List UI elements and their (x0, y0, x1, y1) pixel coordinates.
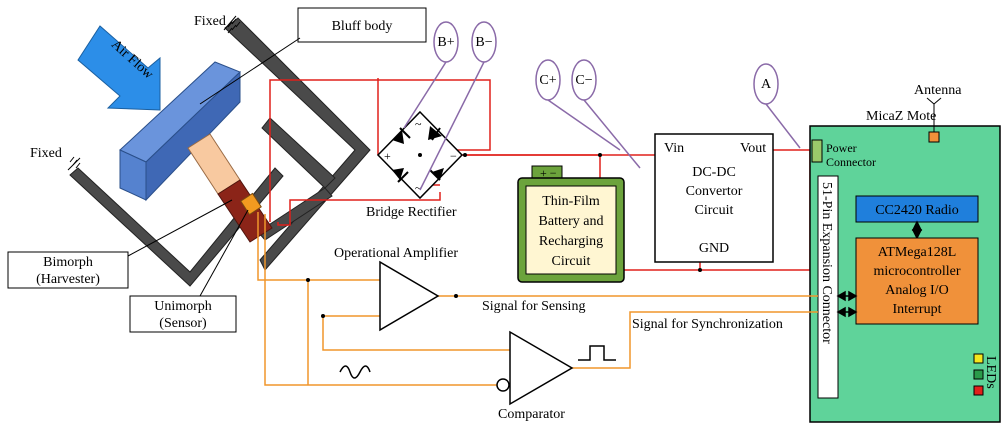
mcu-box (855, 237, 979, 325)
radio-label: CC2420 Radio (875, 203, 959, 218)
comparator-symbol (509, 330, 574, 406)
dcdc-label-2: Convertor (686, 184, 743, 199)
power-connector (811, 139, 823, 163)
probe-a-label: A (761, 77, 772, 92)
mcu-io-links (836, 290, 858, 318)
power-connector-label-1: Power (826, 141, 857, 155)
probe-points (433, 21, 779, 105)
dcdc-vin-label: Vin (664, 141, 684, 156)
micaz-label: MicaZ Mote (866, 109, 936, 124)
unimorph-pointer (199, 209, 249, 297)
unimorph-label-1: Unimorph (154, 299, 212, 314)
battery-terminals: + − (540, 166, 557, 180)
dcdc-vout-label: Vout (740, 141, 766, 156)
dcdc-label-3: Circuit (695, 203, 734, 218)
bluff-body-pointer (199, 37, 301, 105)
leds-label: LEDs (983, 356, 998, 389)
battery-label-3: Recharging (539, 234, 603, 249)
wire-junctions (306, 153, 702, 318)
svg-text:~: ~ (415, 181, 422, 195)
radio-box (855, 195, 979, 223)
fixed-left-label: Fixed (30, 146, 62, 161)
unimorph-label-box (129, 295, 237, 333)
battery-label-1: Thin-Film (542, 194, 600, 209)
bimorph-pointer (127, 199, 233, 257)
antenna-label: Antenna (914, 83, 962, 98)
square-wave-icon (578, 345, 616, 361)
signal-wires (257, 212, 818, 386)
signal-sensing-label: Signal for Sensing (482, 299, 585, 314)
bluff-body-label: Bluff body (332, 19, 393, 34)
signal-sync-label: Signal for Synchronization (632, 317, 783, 332)
antenna-icon (926, 97, 942, 143)
led-red (973, 385, 984, 396)
probe-b-plus-label: B+ (437, 35, 454, 50)
mcu-label-4: Interrupt (893, 302, 942, 317)
svg-text:+: + (384, 149, 391, 163)
dcdc-gnd-label: GND (699, 241, 729, 256)
air-flow-arrow: Air Flow (77, 25, 161, 111)
probe-c-minus-label: C− (575, 73, 592, 88)
power-connector-label-2: Connector (826, 155, 876, 169)
probe-c-plus-label: C+ (539, 73, 556, 88)
svg-text:−: − (450, 149, 457, 163)
probe-b-minus-label: B− (475, 35, 492, 50)
mcu-label-2: microcontroller (873, 264, 960, 279)
led-yellow (973, 353, 984, 364)
dcdc-label-1: DC-DC (692, 165, 736, 180)
led-green (973, 369, 984, 380)
expansion-connector (817, 175, 839, 399)
dcdc-convertor-box (654, 133, 774, 263)
op-amp-label: Operational Amplifier (334, 246, 458, 261)
mcu-label-3: Analog I/O (885, 283, 948, 298)
bluff-body-label-box (297, 7, 427, 43)
thin-film-battery: + − (517, 165, 625, 283)
bimorph-label-box (7, 251, 129, 289)
battery-label-4: Circuit (552, 254, 591, 269)
fixed-top-label: Fixed (194, 14, 226, 29)
radio-mcu-link (911, 220, 923, 240)
op-amp-symbol (379, 260, 440, 332)
bimorph-label-1: Bimorph (43, 255, 93, 270)
unimorph-patch (240, 192, 262, 216)
bluff-body (119, 61, 241, 202)
bridge-rectifier-label: Bridge Rectifier (366, 205, 457, 220)
comparator-label: Comparator (498, 407, 565, 422)
analog-wave-icon (339, 365, 371, 379)
mcu-label-1: ATMega128L (878, 245, 957, 260)
battery-label-2: Battery and (539, 214, 604, 229)
comparator-inverting-input (496, 378, 510, 392)
expansion-connector-label: 51-Pin Expansion Connector (819, 182, 834, 344)
svg-text:~: ~ (415, 117, 422, 131)
unimorph-label-2: (Sensor) (159, 316, 207, 331)
bimorph-label-2: (Harvester) (36, 272, 100, 287)
fixed-frame (67, 15, 371, 287)
